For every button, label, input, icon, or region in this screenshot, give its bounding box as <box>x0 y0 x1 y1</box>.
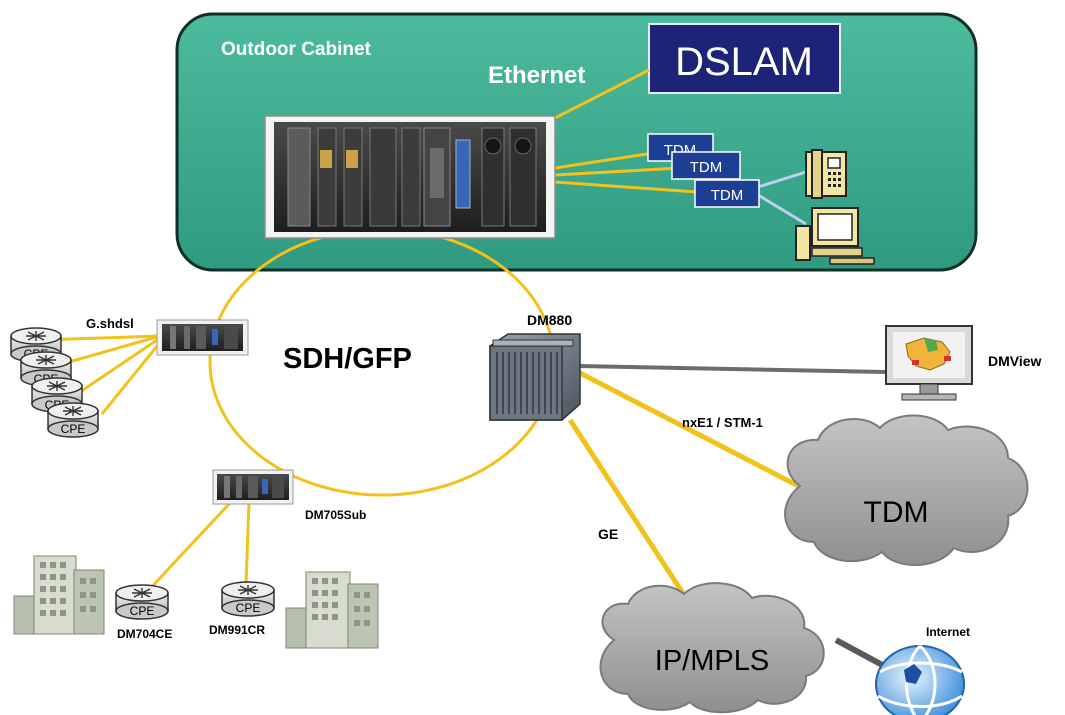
dm880-device: DM880 <box>489 312 581 421</box>
dm991-link <box>244 502 251 585</box>
dm705-label: DM705Sub <box>305 508 366 522</box>
ge-link <box>567 418 693 606</box>
ipmpls-cloud: IP/MPLS <box>599 582 825 714</box>
tdm-module-3: TDM <box>694 179 760 208</box>
cpe-link-4 <box>100 339 164 415</box>
dm704-link <box>143 501 232 596</box>
internet-link <box>834 637 888 670</box>
cabinet-rack <box>264 115 556 239</box>
dslam: DSLAM <box>648 23 841 94</box>
dslam-label: DSLAM <box>675 40 813 84</box>
cabinet-title: Outdoor Cabinet <box>221 39 372 60</box>
cpe-stack: CPE CPE CPE CPE <box>10 327 99 438</box>
tdm-link-2 <box>554 166 681 177</box>
dm991-cpe-router-icon: CPE DM991CR <box>209 581 275 637</box>
management-link <box>577 364 887 374</box>
tdm-cloud: TDM <box>784 414 1029 566</box>
tdm-link-1 <box>554 150 661 170</box>
gshdsl-label: G.shdsl <box>86 316 134 331</box>
dm704-label: DM704CE <box>117 627 172 641</box>
cpe-router-icon: CPE <box>47 402 99 438</box>
cpe-link-2 <box>54 334 161 368</box>
cpe-label: CPE <box>130 604 155 618</box>
tdm-cloud-link <box>576 369 808 493</box>
nxe1-label: nxE1 / STM-1 <box>682 415 763 430</box>
dmview-monitor: DMView <box>885 325 1042 401</box>
tdm-module-2: TDM <box>671 151 741 180</box>
building-icon-right <box>285 571 379 649</box>
dm991-label: DM991CR <box>209 623 265 637</box>
dmview-label: DMView <box>988 353 1042 369</box>
computer-icon <box>795 207 875 265</box>
cpe-label: CPE <box>61 422 86 436</box>
cpe-label: CPE <box>236 601 261 615</box>
tdm-link-3 <box>554 180 698 194</box>
cpe-link-3 <box>79 336 161 394</box>
ipmpls-cloud-label: IP/MPLS <box>655 645 769 677</box>
telephone-icon <box>805 149 847 199</box>
tdm-cloud-label: TDM <box>864 496 929 529</box>
tdm-module-label: TDM <box>711 187 744 204</box>
ring-label: SDH/GFP <box>283 343 412 375</box>
pc-link <box>757 193 807 226</box>
dm880-label: DM880 <box>527 312 572 328</box>
gshdsl-device: G.shdsl <box>86 316 249 356</box>
dm705-device: DM705Sub <box>212 469 366 522</box>
internet-label: Internet <box>926 625 970 639</box>
internet-globe-icon: Internet <box>875 625 970 715</box>
ge-label: GE <box>598 526 618 542</box>
ethernet-link <box>554 68 650 120</box>
tdm-module-label: TDM <box>690 159 723 176</box>
building-icon-left <box>13 555 105 635</box>
dm704-cpe-router-icon: CPE DM704CE <box>115 584 172 641</box>
ethernet-label: Ethernet <box>488 62 585 89</box>
phone-link <box>757 170 807 189</box>
